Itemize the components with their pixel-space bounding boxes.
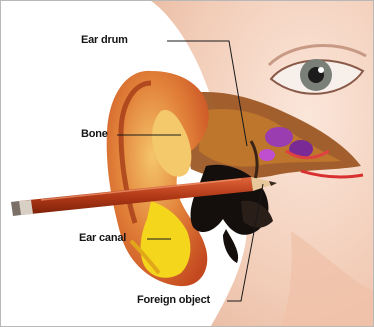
label-ear-drum: Ear drum — [81, 34, 128, 46]
label-ear-canal: Ear canal — [79, 232, 126, 244]
label-bone: Bone — [81, 128, 108, 140]
label-foreign-object: Foreign object — [137, 294, 210, 306]
